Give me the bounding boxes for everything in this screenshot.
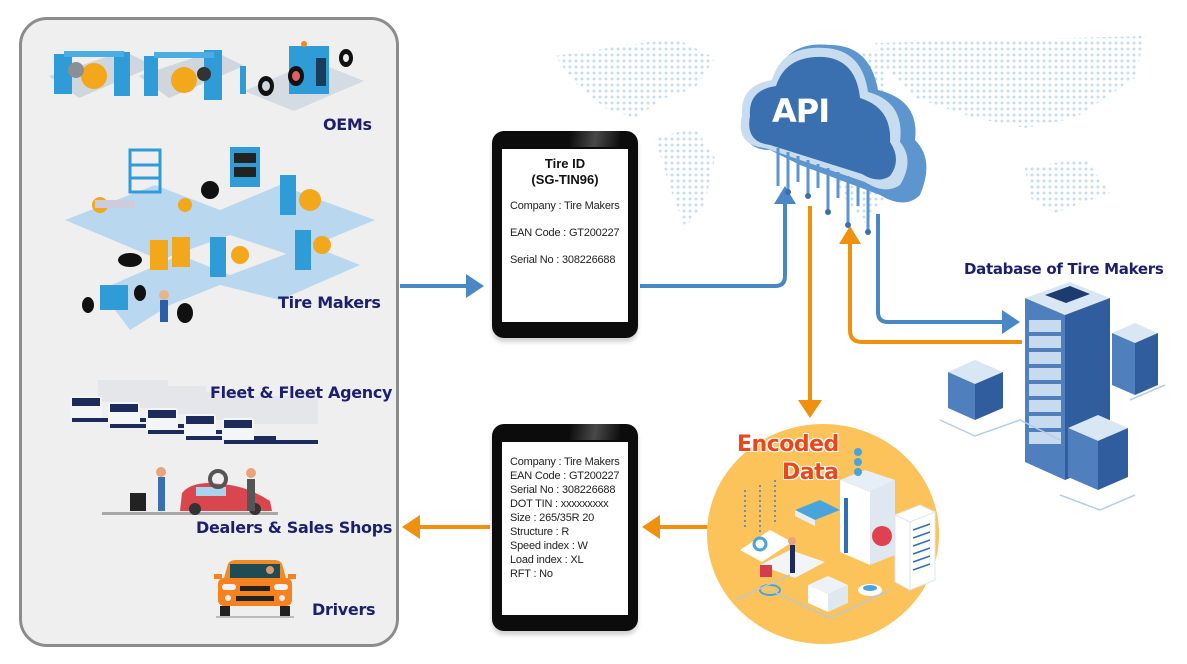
stage-label-oems: OEMs [323,115,372,134]
decoded-info-tablet: Company : Tire Makers EAN Code : GT20022… [492,424,638,631]
tire-id-company: Company : Tire Makers [510,200,620,212]
truck-fleet-icon [70,380,318,444]
encoded-data-label-line2: Data [782,460,839,485]
flow-arrow-to-api [640,186,796,288]
stage-label-drivers: Drivers [312,600,376,619]
flow-arrow-to-stakeholders [402,515,490,539]
decoded-load-index: Load index : XL [510,554,584,566]
tire-id-serial: Serial No : 308226688 [510,254,616,266]
database-label: Database of Tire Makers [964,260,1164,278]
data-center-icon [734,448,937,619]
flow-arrow-to-decoded-tablet [642,515,708,539]
decoded-rft: RFT : No [510,568,553,580]
stage-label-dealers: Dealers & Sales Shops [196,518,393,537]
decoded-serial: Serial No : 308226688 [510,484,616,496]
decoded-speed-index: Speed index : W [510,540,588,552]
decoded-structure: Structure : R [510,526,570,538]
server-rack-icon [939,282,1166,511]
encoded-data-label-line1: Encoded [737,432,839,457]
cloud-api-icon [740,44,927,235]
tire-id-subtitle: (SG-TIN96) [531,172,599,187]
stakeholders-panel [19,17,399,647]
tablet-glare [570,131,620,147]
stage-label-fleet: Fleet & Fleet Agency [210,383,393,402]
api-label: API [772,92,830,130]
decoded-company: Company : Tire Makers [510,456,620,468]
tire-id-title: Tire ID [544,156,586,171]
flow-arrow-to-database [876,214,1020,334]
tire-service-shop-icon [102,467,278,515]
decoded-info-screen: Company : Tire Makers EAN Code : GT20022… [502,442,628,615]
factory-assembly-line-icon [49,41,364,111]
car-driver-icon [214,560,296,618]
decoded-size: Size : 265/35R 20 [510,512,595,524]
tire-id-tablet: Tire ID (SG-TIN96) Company : Tire Makers… [492,131,638,338]
tire-factory-icon [65,147,375,330]
decoded-dot-tin: DOT TIN : xxxxxxxxx [510,498,609,510]
flow-arrow-to-tire-id [400,274,484,298]
tire-id-ean: EAN Code : GT200227 [510,227,620,239]
flow-arrow-db-to-api [839,226,1022,344]
stage-label-tire-makers: Tire Makers [278,293,381,312]
tablet-glare [570,424,620,440]
decoded-ean: EAN Code : GT200227 [510,470,620,482]
tire-id-screen: Tire ID (SG-TIN96) Company : Tire Makers… [502,149,628,322]
flow-arrow-to-encoded-data [798,206,822,418]
